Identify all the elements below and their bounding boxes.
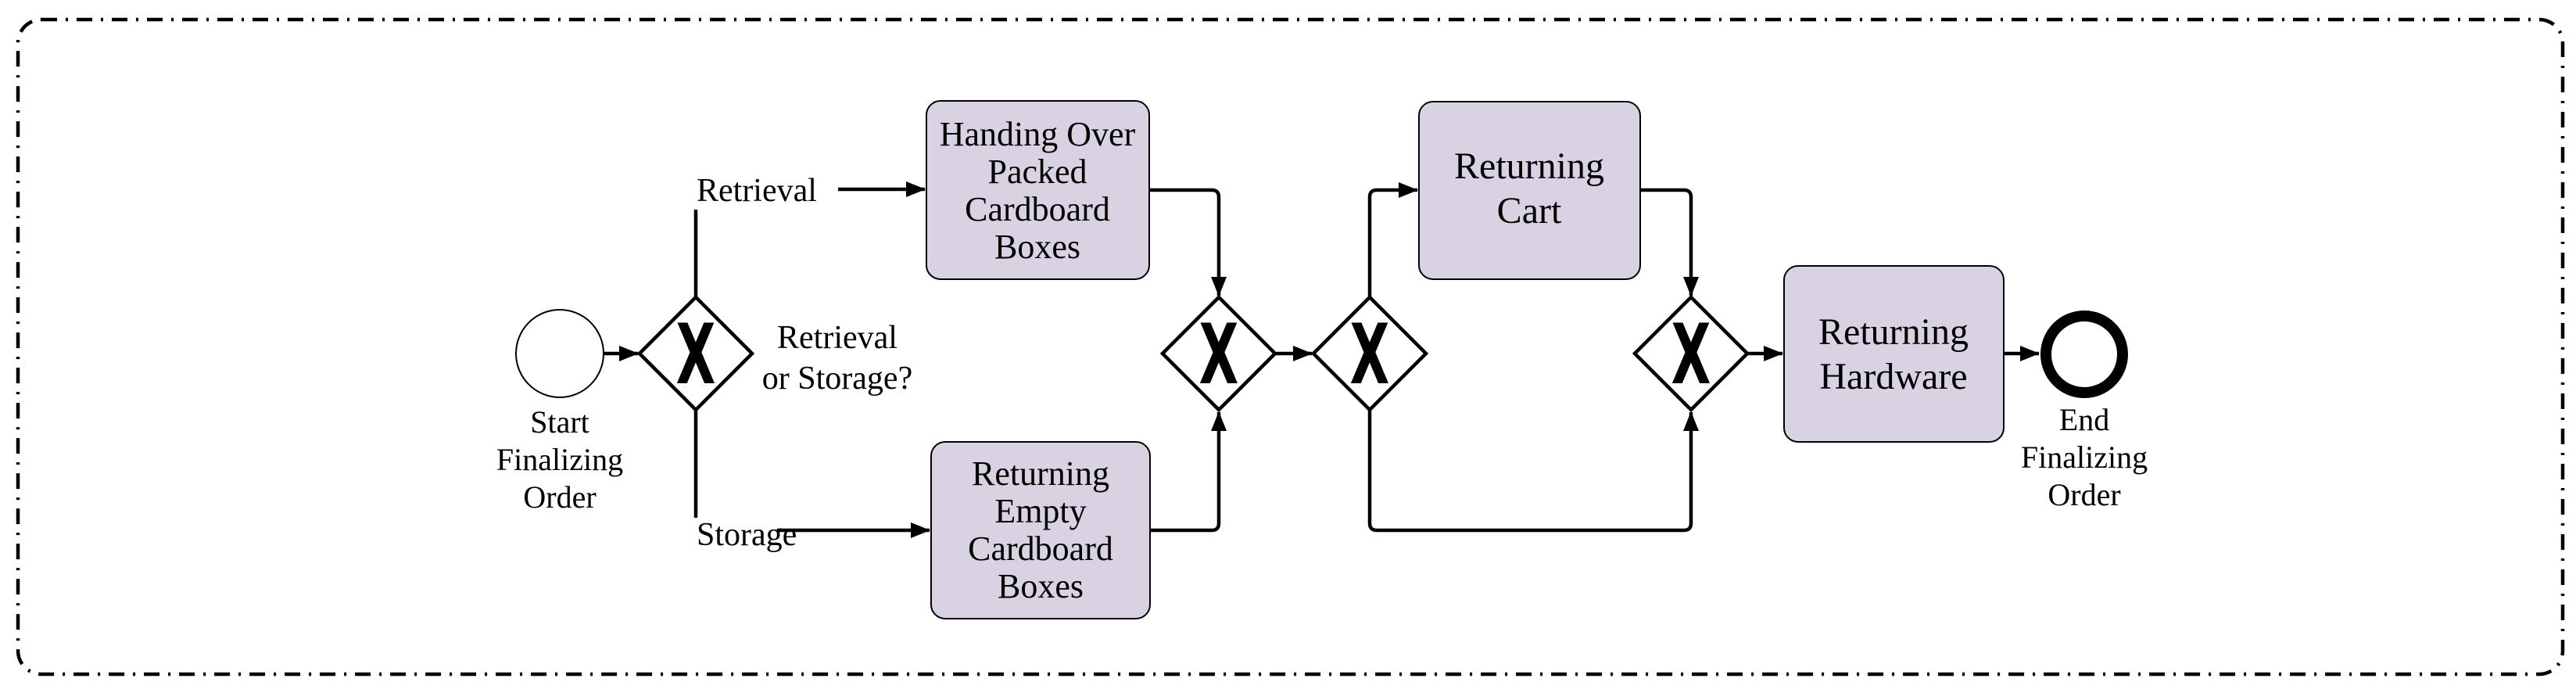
start-event-label-line2: Finalizing bbox=[496, 442, 623, 477]
task-returning-hardware-line2: Hardware bbox=[1819, 356, 1967, 397]
gateway-3-xor-split bbox=[1310, 294, 1429, 413]
task-returning-empty-line4: Boxes bbox=[998, 567, 1084, 605]
flow-handing-over-to-gateway2 bbox=[1149, 188, 1227, 296]
task-handing-over-line3: Cardboard bbox=[965, 190, 1110, 228]
task-handing-over-line2: Packed bbox=[987, 153, 1087, 191]
start-event-label-line1: Start bbox=[530, 404, 589, 440]
gateway-4-x-symbol: X bbox=[1671, 306, 1711, 403]
decision-label-line2: or Storage? bbox=[762, 361, 912, 397]
gateway-1-xor-split bbox=[636, 294, 755, 413]
gateway-2-x-symbol: X bbox=[1199, 306, 1239, 403]
end-event-label-line2: Finalizing bbox=[2021, 440, 2148, 475]
flow-returning-empty-to-gateway2 bbox=[1150, 411, 1227, 533]
retrieval-branch-label: Retrieval bbox=[697, 173, 817, 209]
task-returning-cart bbox=[1418, 101, 1641, 280]
gateway-2-xor-merge bbox=[1159, 294, 1278, 413]
flow-gateway3-to-returning-cart bbox=[1367, 182, 1418, 297]
decision-label-line1: Retrieval bbox=[777, 320, 897, 356]
end-event-label-line1: End bbox=[2059, 402, 2109, 437]
storage-branch-label: Storage bbox=[697, 517, 797, 553]
task-returning-cart-line2: Cart bbox=[1497, 190, 1562, 232]
task-returning-empty-line2: Empty bbox=[994, 492, 1086, 530]
task-handing-over-line1: Handing Over bbox=[940, 115, 1136, 153]
task-returning-hardware-line1: Returning bbox=[1818, 311, 1969, 353]
task-returning-empty-line3: Cardboard bbox=[968, 529, 1113, 568]
end-event-circle bbox=[2040, 311, 2128, 398]
gateway-3-x-symbol: X bbox=[1350, 306, 1390, 403]
task-returning-empty-line1: Returning bbox=[972, 454, 1109, 493]
flow-returning-cart-to-gateway4 bbox=[1640, 188, 1699, 296]
gateway-1-x-symbol: X bbox=[676, 306, 716, 403]
task-handing-over-packed-cardboard-boxes bbox=[926, 100, 1150, 280]
diagram-dashdot-border bbox=[16, 17, 2565, 677]
start-event-circle bbox=[515, 309, 604, 398]
task-returning-empty-cardboard-boxes bbox=[930, 441, 1151, 619]
task-returning-hardware bbox=[1783, 265, 2005, 443]
task-handing-over-line4: Boxes bbox=[994, 228, 1080, 266]
end-event-label-line3: Order bbox=[2048, 477, 2120, 512]
task-returning-cart-line1: Returning bbox=[1454, 145, 1604, 187]
gateway-4-xor-merge bbox=[1632, 294, 1750, 413]
start-event-label-line3: Order bbox=[523, 479, 596, 515]
flow-gateway3-bypass-to-gateway4 bbox=[1367, 410, 1699, 533]
